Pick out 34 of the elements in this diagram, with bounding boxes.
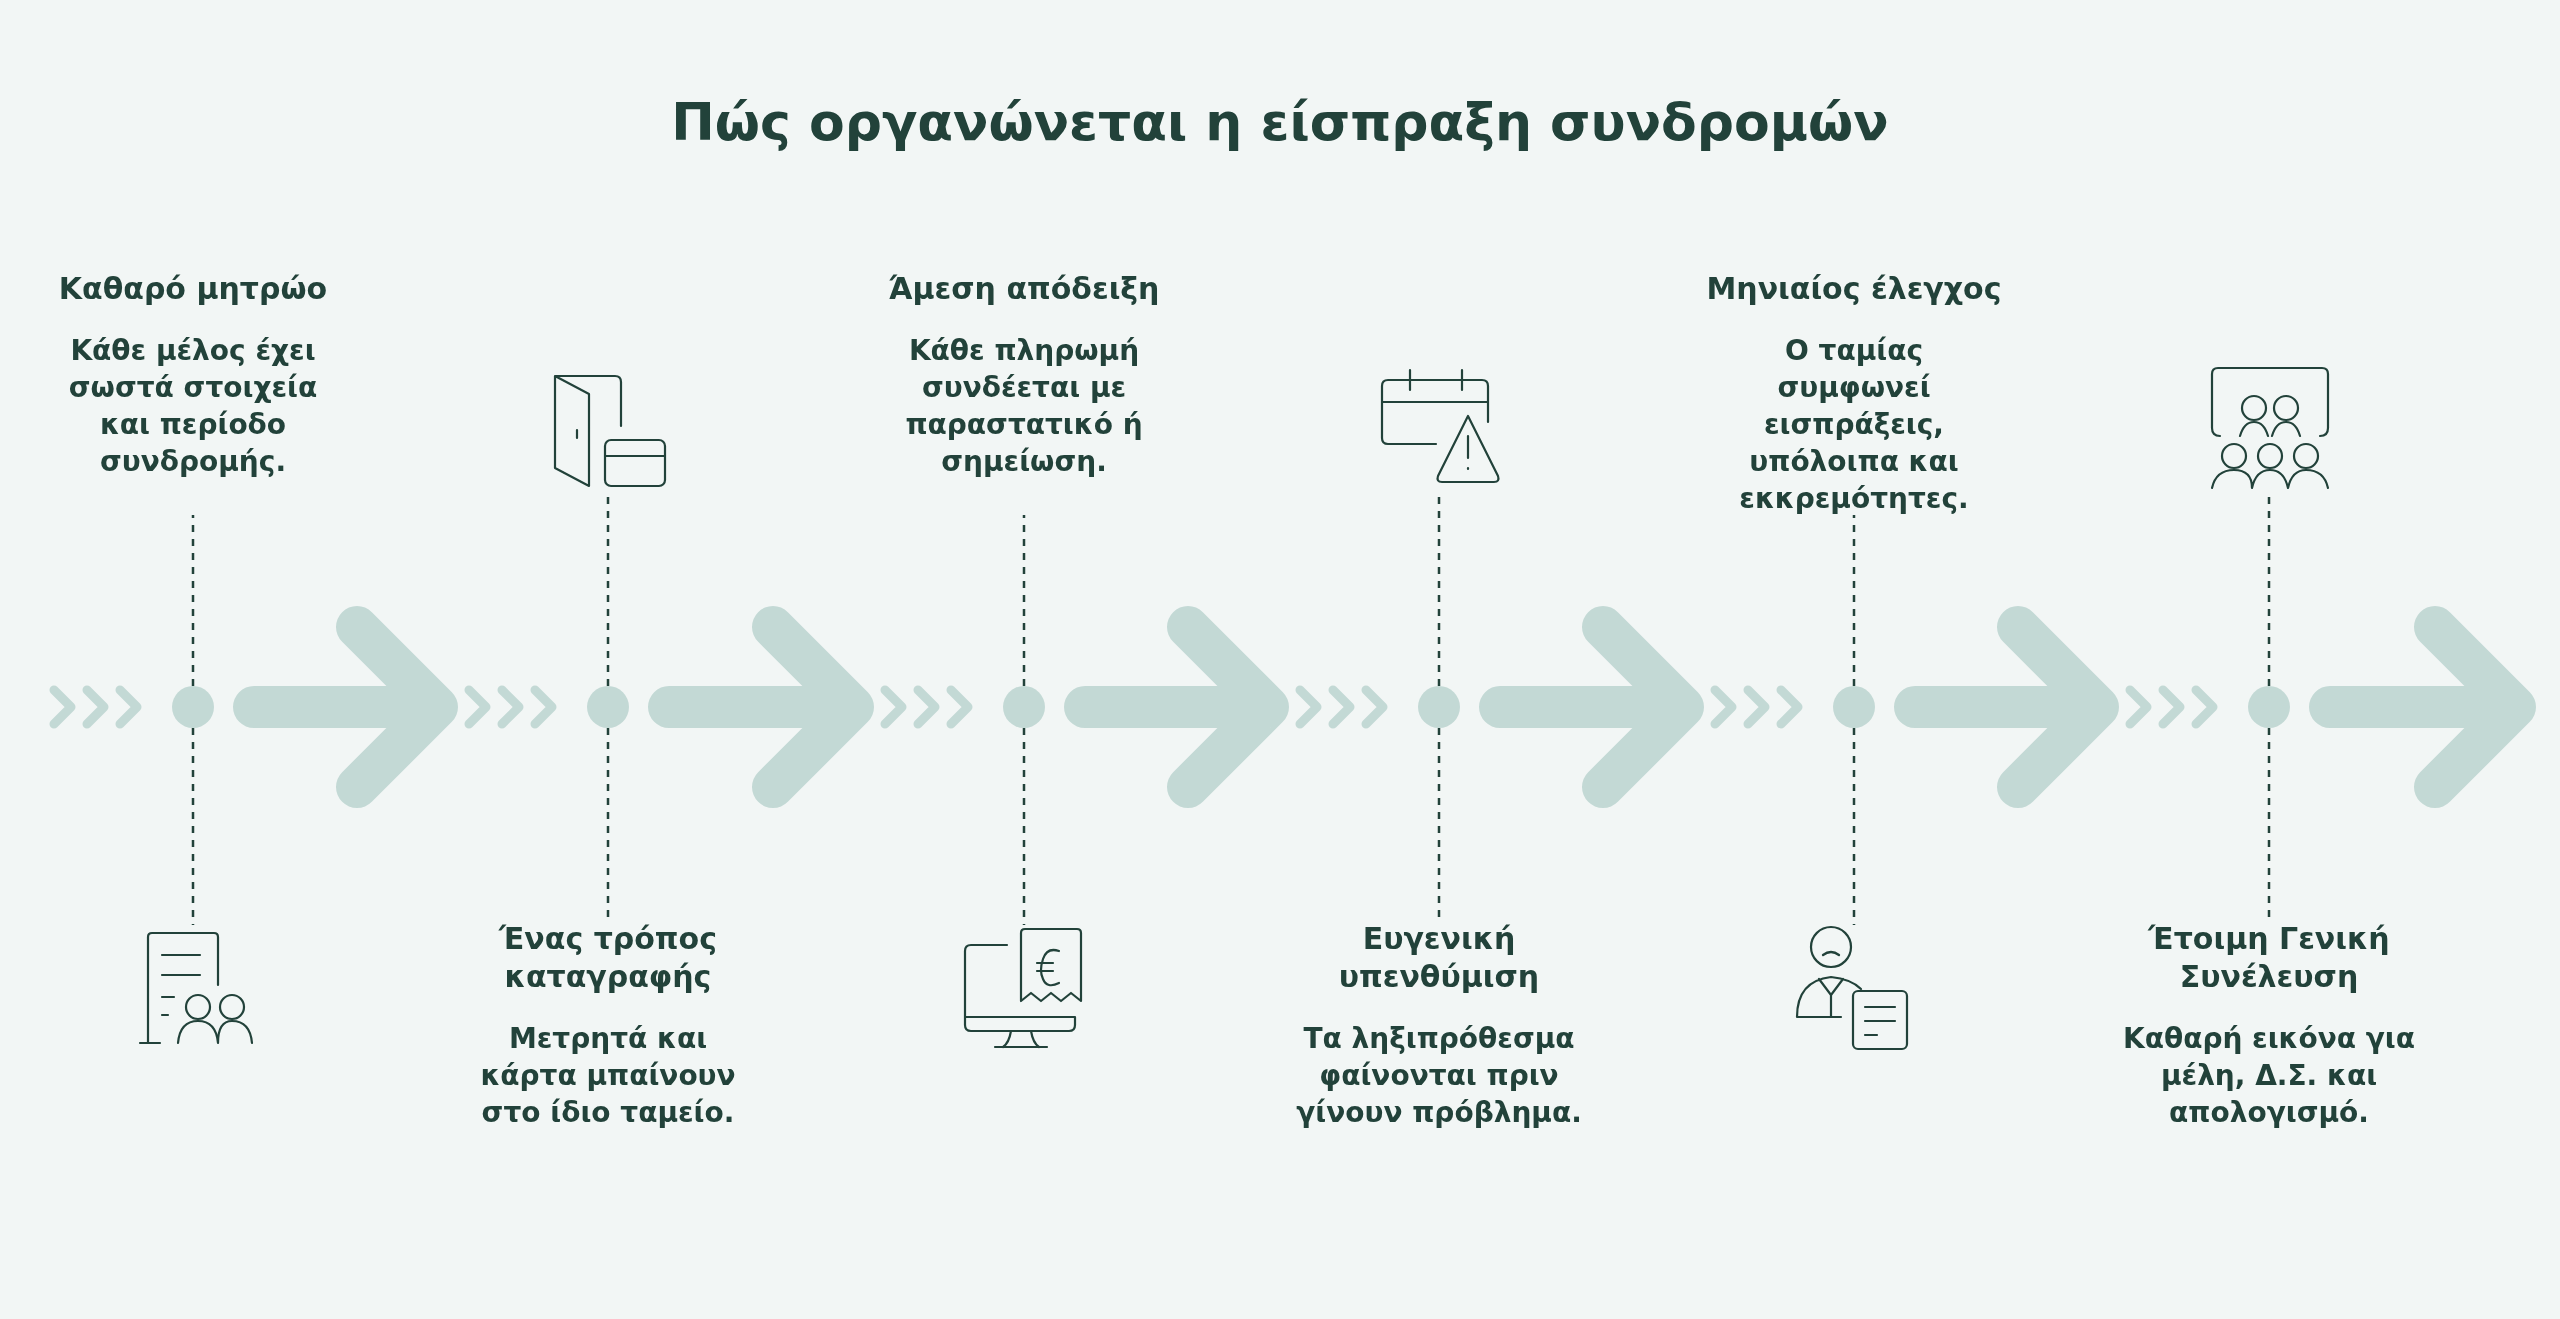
dashed-line xyxy=(2267,728,2271,920)
dashed-line xyxy=(1437,728,1441,920)
step-description: Τα ληξιπρόθεσμα φαίνονται πριν γίνουν πρόβλημα. xyxy=(1295,1021,1583,1131)
dashed-line xyxy=(606,728,610,920)
arrow xyxy=(1894,606,2119,808)
timeline-dot xyxy=(587,686,629,728)
dashed-line xyxy=(1022,515,1026,686)
timeline-dot xyxy=(1418,686,1460,728)
timeline-dot xyxy=(1003,686,1045,728)
step-heading: Έτοιμη Γενική Συνέλευση xyxy=(2147,920,2391,996)
arrow xyxy=(1479,606,1704,808)
timeline-dot xyxy=(2248,686,2290,728)
step-heading: Μηνιαίος έλεγχος xyxy=(1706,270,2002,308)
arrow xyxy=(233,606,458,808)
step-description: Κάθε μέλος έχει σωστά στοιχεία και περίοδο συνδρομής. xyxy=(67,333,319,480)
timeline-dot xyxy=(1833,686,1875,728)
step-description: Ο ταμίας συμφωνεί εισπράξεις, υπόλοιπα και εκκρεμότητες. xyxy=(1738,333,1970,517)
step-heading: Ένας τρόπος καταγραφής xyxy=(497,920,718,996)
arrow xyxy=(2309,606,2536,808)
dashed-line xyxy=(191,728,195,925)
arrow xyxy=(1064,606,1289,808)
step-heading: Άμεση απόδειξη xyxy=(888,270,1160,308)
dashed-line xyxy=(191,515,195,686)
dashed-line xyxy=(1852,515,1856,686)
dashed-line xyxy=(1022,728,1026,925)
timeline-dot xyxy=(172,686,214,728)
arrow xyxy=(648,606,874,808)
step-description: Καθαρή εικόνα για μέλη, Δ.Σ. και απολογισμό. xyxy=(2122,1021,2416,1131)
step-description: Κάθε πληρωμή συνδέεται με παραστατικό ή σημείωση. xyxy=(904,333,1144,480)
dashed-line xyxy=(1852,728,1856,925)
step-heading: Ευγενική υπενθύμιση xyxy=(1337,920,1541,996)
title: Πώς οργανώνεται η είσπραξη συνδρομών xyxy=(671,92,1889,152)
step-description: Μετρητά και κάρτα μπαίνουν στο ίδιο ταμείο. xyxy=(479,1021,737,1131)
step-heading: Καθαρό μητρώο xyxy=(58,270,328,308)
